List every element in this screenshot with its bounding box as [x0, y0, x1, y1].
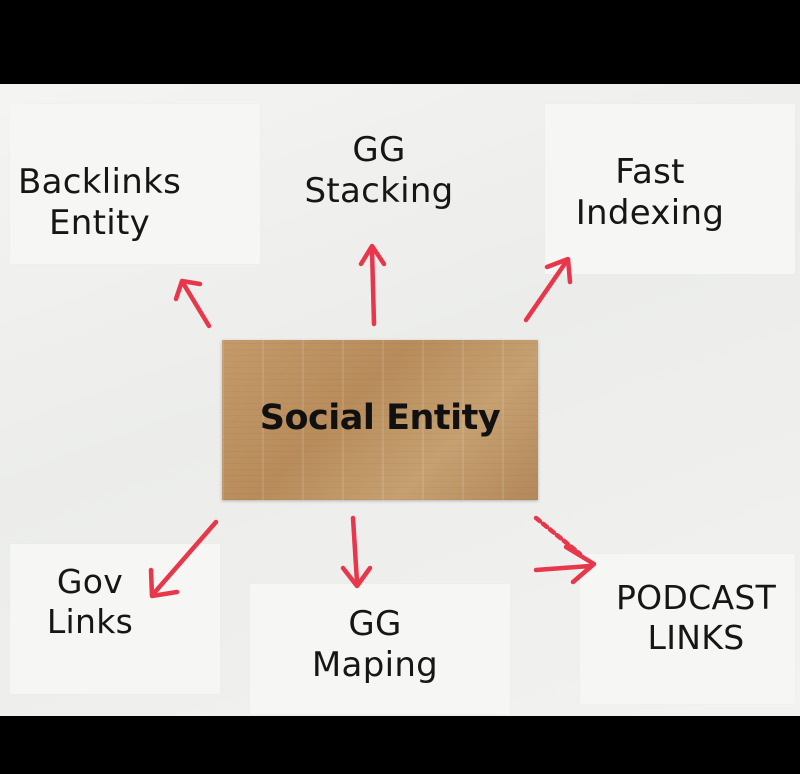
arrows-layer: [148, 243, 597, 599]
center-node-label: Social Entity: [259, 398, 501, 438]
node-line: Stacking: [304, 171, 454, 212]
node-line: Fast: [615, 152, 685, 192]
arrow-gg-stacking: [358, 243, 387, 327]
node-line: Maping: [311, 645, 439, 686]
paper-patch: [10, 544, 220, 694]
node-gg-stacking: GG Stacking: [294, 130, 464, 213]
node-line: Backlinks: [18, 162, 182, 202]
arrow-podcast-links: [533, 515, 597, 585]
paper-patch: [250, 584, 510, 714]
arrow-fast-indexing: [523, 256, 573, 323]
node-podcast-links: PODCAST LINKS: [596, 578, 796, 659]
paper-patch: [10, 104, 260, 264]
node-gg-maping: GG Maping: [300, 604, 450, 687]
arrow-gg-maping: [340, 515, 373, 589]
center-cardboard: Social Entity: [222, 340, 538, 500]
arrow-gov-links: [148, 519, 219, 599]
node-gov-links: Gov Links: [30, 562, 150, 643]
arrow-backlinks: [173, 278, 212, 329]
node-line: GG: [348, 604, 402, 644]
node-line: LINKS: [647, 618, 745, 658]
paper-patch: [545, 104, 795, 274]
node-line: Links: [46, 602, 134, 642]
paper-patch: [580, 554, 795, 704]
whiteboard: Backlinks Entity GG Stacking Fast Indexi…: [0, 84, 800, 716]
node-fast-indexing: Fast Indexing: [560, 152, 740, 235]
node-backlinks-entity: Backlinks Entity: [18, 162, 181, 245]
node-line: Indexing: [575, 193, 725, 234]
node-line: PODCAST: [615, 578, 777, 617]
node-line: Entity: [49, 203, 151, 244]
node-line: GG: [352, 130, 406, 170]
node-line: Gov: [56, 562, 124, 601]
